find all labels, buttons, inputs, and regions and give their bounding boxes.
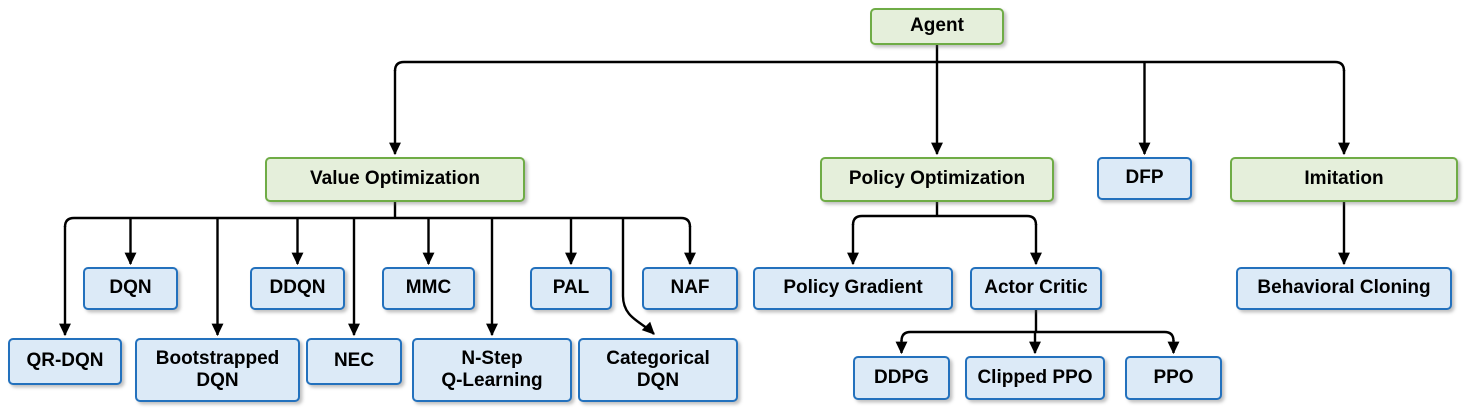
node-policy-gradient: Policy Gradient bbox=[753, 267, 953, 310]
node-dfp: DFP bbox=[1097, 157, 1192, 200]
node-dqn: DQN bbox=[83, 267, 178, 310]
node-bootstrapped-dqn: Bootstrapped DQN bbox=[135, 338, 300, 402]
node-qr-dqn: QR-DQN bbox=[8, 338, 122, 385]
node-agent: Agent bbox=[870, 8, 1004, 45]
node-policy-optimization: Policy Optimization bbox=[820, 157, 1054, 202]
edge-value-optimization-categorical-dqn bbox=[621, 218, 655, 335]
node-pal: PAL bbox=[530, 267, 612, 310]
node-ddqn: DDQN bbox=[250, 267, 345, 310]
node-imitation: Imitation bbox=[1230, 157, 1458, 202]
node-value-optimization: Value Optimization bbox=[265, 157, 525, 202]
edge-bus-agent bbox=[393, 60, 1346, 72]
edge-group bbox=[59, 45, 1350, 355]
node-mmc: MMC bbox=[382, 267, 475, 310]
edge-bus-value-optimization bbox=[63, 216, 692, 228]
node-actor-critic: Actor Critic bbox=[970, 267, 1102, 310]
node-clipped-ppo: Clipped PPO bbox=[965, 356, 1105, 400]
node-n-step-q-learning: N-Step Q-Learning bbox=[412, 338, 572, 402]
node-naf: NAF bbox=[642, 267, 738, 310]
node-categorical-dqn: Categorical DQN bbox=[578, 338, 738, 402]
edge-bus-policy-optimization bbox=[851, 214, 1038, 226]
node-behavioral-cloning: Behavioral Cloning bbox=[1236, 267, 1452, 310]
node-nec: NEC bbox=[306, 338, 402, 385]
node-ppo: PPO bbox=[1125, 356, 1222, 400]
edge-bus-actor-critic bbox=[900, 330, 1175, 342]
node-ddpg: DDPG bbox=[853, 356, 950, 400]
